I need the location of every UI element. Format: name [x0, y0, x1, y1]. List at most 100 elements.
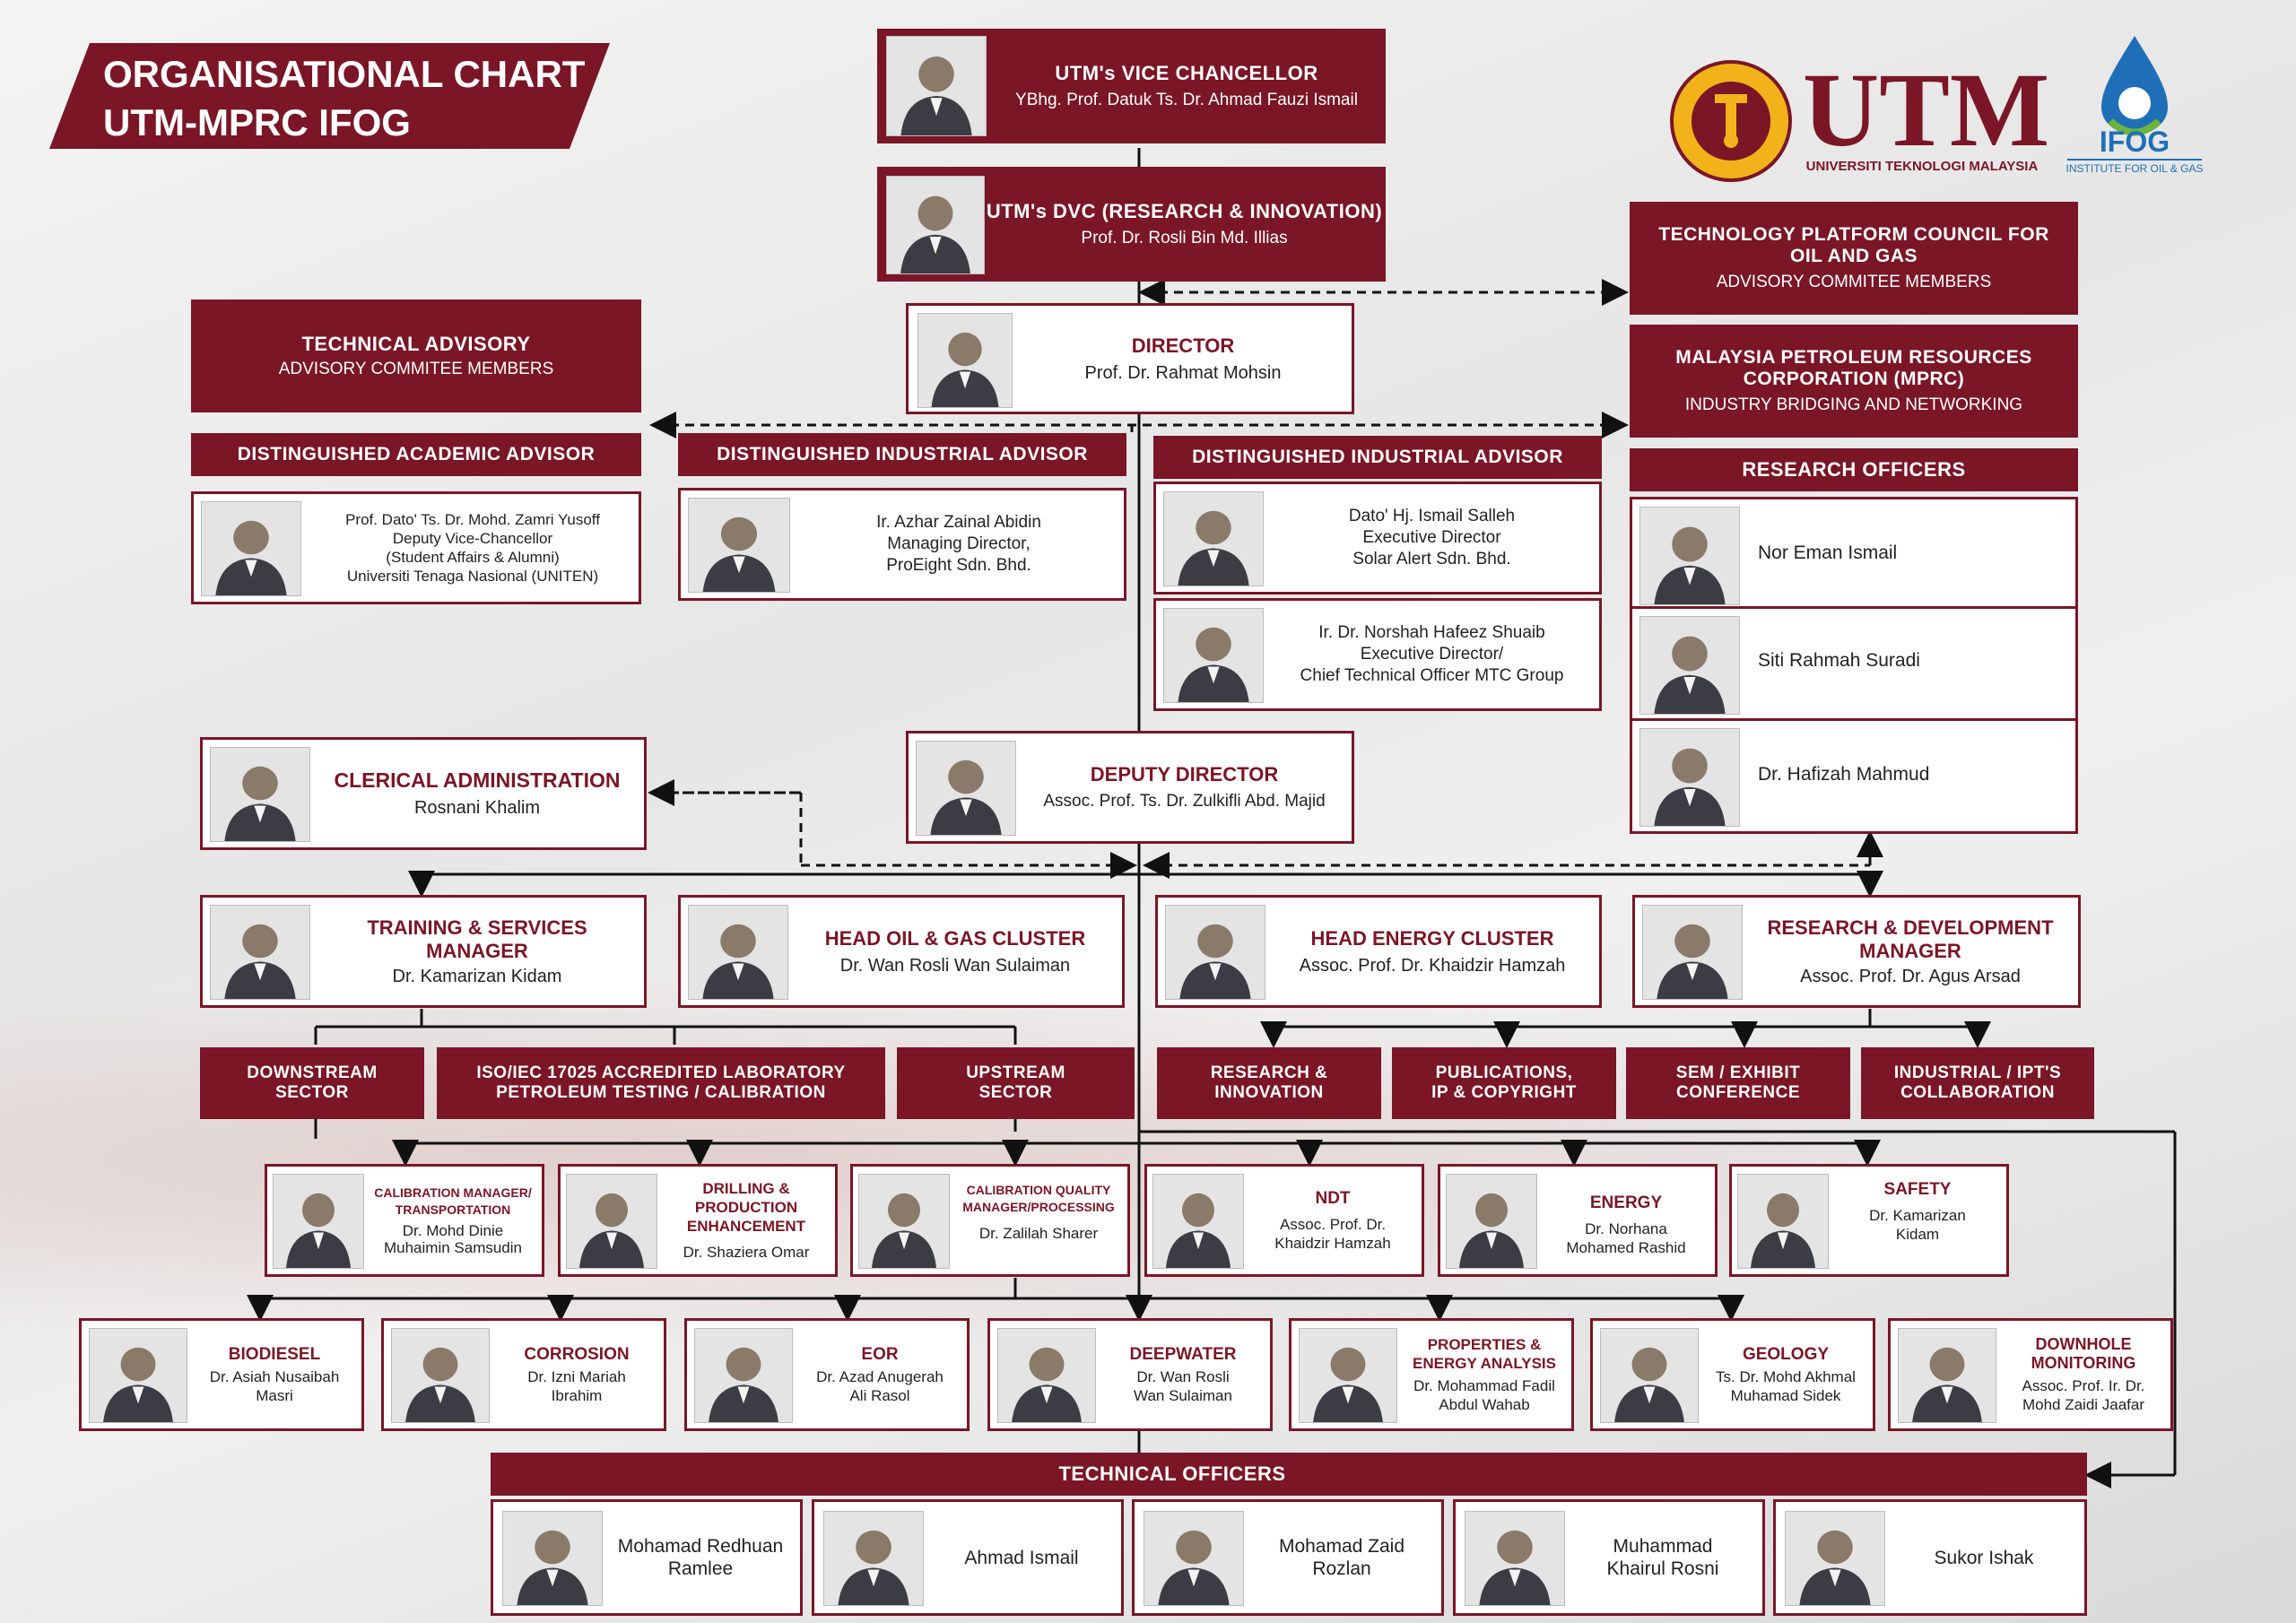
unit-name-line-2: Kidam [1895, 1225, 1940, 1243]
industrial-advisor-2a-photo [1163, 491, 1264, 586]
unit-name-line-2: Wan Sulaiman [1134, 1386, 1232, 1404]
unit-photo [391, 1328, 490, 1423]
unit-name-line-1: Dr. Norhana [1585, 1219, 1667, 1237]
unit-name-line-2: Muhaimin Samsudin [383, 1239, 522, 1256]
ifog-subtitle: INSTITUTE FOR OIL & GAS [2066, 162, 2204, 175]
person-silhouette-icon [567, 1175, 657, 1268]
unit-photo [566, 1174, 657, 1269]
research-officers-title: RESEARCH OFFICERS [1742, 458, 1966, 481]
technical-advisory-title: TECHNICAL ADVISORY [301, 333, 531, 355]
person-silhouette-icon [1786, 1512, 1884, 1605]
unit-name-line-1: Dr. Asiah Nusaibah [209, 1367, 340, 1385]
ifog-rule [2067, 159, 2202, 161]
person-silhouette-icon [917, 742, 1015, 835]
industrial-advisor-2-title: DISTINGUISHED INDUSTRIAL ADVISOR [1192, 447, 1563, 467]
industrial-advisor-1-line-1: Ir. Azhar Zainal Abidin [876, 513, 1041, 532]
oil-gas-head-photo [688, 905, 788, 1000]
unit-title-line-1: CORROSION [524, 1344, 630, 1364]
unit-name-line-1: Dr. Mohammad Fadil [1413, 1377, 1555, 1394]
upstream-sector: UPSTREAM SECTOR [897, 1047, 1135, 1119]
person-silhouette-icon [1601, 1329, 1698, 1422]
title-banner: ORGANISATIONAL CHART UTM-MPRC IFOG [49, 43, 610, 149]
industrial-advisor-2a-card: Dato' Hj. Ismail Salleh Executive Direct… [1153, 482, 1602, 595]
technical-officers-header: TECHNICAL OFFICERS [491, 1453, 2087, 1496]
dvc-box: UTM's DVC (RESEARCH & INNOVATION) Prof. … [877, 167, 1386, 282]
director-name: Prof. Dr. Rahmat Mohsin [1084, 362, 1282, 383]
publications-line-2: IP & COPYRIGHT [1431, 1083, 1577, 1102]
energy-head-title: HEAD ENERGY CLUSTER [1310, 926, 1554, 950]
research-officer-photo [1639, 616, 1740, 715]
industrial-advisor-2b-line-1: Ir. Dr. Norshah Hafeez Shuaib [1318, 623, 1545, 642]
unit-title-line-1: CALIBRATION QUALITY [966, 1182, 1111, 1197]
unit-photo [858, 1174, 950, 1269]
technical-officer-card: Muhammad Khairul Rosni [1453, 1499, 1765, 1616]
unit-name-line-1: Ts. Dr. Mohd Akhmal [1716, 1367, 1856, 1385]
deputy-director-title: DEPUTY DIRECTOR [1090, 763, 1279, 785]
unit-photo [1600, 1328, 1699, 1423]
research-officer-name: Siti Rahmah Suradi [1758, 650, 1920, 671]
unit-card: EOR Dr. Azad Anugerah Ali Rasol [684, 1318, 970, 1431]
mprc-box: MALAYSIA PETROLEUM RESOURCES CORPORATION… [1630, 325, 2078, 438]
industrial-advisor-1-line-3: ProEight Sdn. Bhd. [886, 556, 1031, 575]
unit-name-line-2: Ali Rasol [849, 1386, 910, 1404]
iso-laboratory-sector: ISO/IEC 17025 ACCREDITED LABORATORY PETR… [437, 1047, 885, 1119]
title-line-1: ORGANISATIONAL CHART [103, 53, 586, 95]
industrial-advisor-2b-card: Ir. Dr. Norshah Hafeez Shuaib Executive … [1153, 598, 1602, 711]
industrial-advisor-2a-line-2: Executive Director [1362, 528, 1501, 547]
technical-officer-photo [1144, 1511, 1244, 1606]
person-silhouette-icon [90, 1329, 187, 1422]
technical-advisory-sub: ADVISORY COMMITEE MEMBERS [278, 360, 554, 378]
clerical-name: Rosnani Khalim [413, 798, 541, 818]
industrial-collaboration-line-1: INDUSTRIAL / IPT'S [1893, 1063, 2062, 1082]
unit-card: GEOLOGY Ts. Dr. Mohd Akhmal Muhamad Side… [1590, 1318, 1875, 1431]
unit-name-line-2: Masri [256, 1386, 293, 1404]
training-manager-name: Dr. Kamarizan Kidam [392, 966, 562, 986]
dvc-photo [886, 176, 985, 274]
person-silhouette-icon [689, 499, 789, 592]
deputy-director-photo [916, 741, 1016, 836]
downstream-sector: DOWNSTREAM SECTOR [200, 1047, 424, 1119]
unit-name-line-2: Abdul Wahab [1439, 1396, 1530, 1413]
unit-title-line-2: PRODUCTION [694, 1199, 798, 1216]
iso-laboratory-line-2: PETROLEUM TESTING / CALIBRATION [496, 1083, 826, 1102]
person-silhouette-icon [695, 1329, 792, 1422]
vc-name: YBhg. Prof. Datuk Ts. Dr. Ahmad Fauzi Is… [1015, 91, 1358, 109]
technical-officer-card: Ahmad Ismail [812, 1499, 1124, 1616]
unit-photo [997, 1328, 1096, 1423]
utm-subtitle: UNIVERSITI TEKNOLOGI MALAYSIA [1805, 159, 2039, 174]
person-silhouette-icon [1153, 1175, 1243, 1268]
technical-officer-photo [502, 1511, 603, 1606]
industrial-advisor-2b-line-3: Chief Technical Officer MTC Group [1300, 666, 1564, 685]
upstream-sector-line-1: UPSTREAM [966, 1063, 1065, 1082]
ifog-logo: IFOG INSTITUTE FOR OIL & GAS [2058, 31, 2211, 175]
unit-photo [1737, 1174, 1829, 1269]
tpc-title-2: OIL AND GAS [1789, 246, 1918, 266]
clerical-photo [210, 747, 310, 842]
academic-advisor-photo [201, 501, 301, 596]
technical-officer-name-line-2: Khairul Rosni [1606, 1558, 1719, 1579]
technical-officer-card: Mohamad Zaid Rozlan [1132, 1499, 1444, 1616]
technical-officer-card: Sukor Ishak [1773, 1499, 2087, 1616]
unit-title-line-1: PROPERTIES & [1427, 1336, 1542, 1353]
research-innovation-line-2: INNOVATION [1214, 1083, 1324, 1102]
utm-logo: UTM UNIVERSITI TEKNOLOGI MALAYSIA [1668, 57, 2049, 184]
ifog-drop-icon [2101, 36, 2168, 136]
list-item: Siti Rahmah Suradi [1632, 609, 2075, 721]
unit-name-line-1: Dr. Izni Mariah [527, 1367, 626, 1385]
unit-title-line-1: DOWNHOLE [2035, 1335, 2132, 1353]
person-silhouette-icon [1164, 492, 1263, 586]
unit-card: BIODIESEL Dr. Asiah Nusaibah Masri [79, 1318, 364, 1431]
oil-gas-head-title: HEAD OIL & GAS CLUSTER [824, 926, 1086, 950]
clerical-box: CLERICAL ADMINISTRATION Rosnani Khalim [200, 737, 647, 850]
research-innovation-sector: RESEARCH & INNOVATION [1157, 1047, 1381, 1119]
person-silhouette-icon [1738, 1175, 1828, 1268]
unit-card: SAFETY Dr. Kamarizan Kidam [1729, 1164, 2009, 1277]
person-silhouette-icon [1640, 617, 1739, 714]
downstream-sector-line-1: DOWNSTREAM [247, 1063, 378, 1082]
energy-head-name: Assoc. Prof. Dr. Khaidzir Hamzah [1299, 955, 1566, 976]
dvc-name: Prof. Dr. Rosli Bin Md. Illias [1081, 229, 1288, 247]
unit-card: CALIBRATION QUALITY MANAGER/PROCESSING D… [850, 1164, 1130, 1277]
industrial-advisor-1-card: Ir. Azhar Zainal Abidin Managing Directo… [678, 488, 1126, 601]
technical-officer-name-line-1: Sukor Ishak [1934, 1547, 2034, 1568]
director-photo [918, 313, 1013, 408]
